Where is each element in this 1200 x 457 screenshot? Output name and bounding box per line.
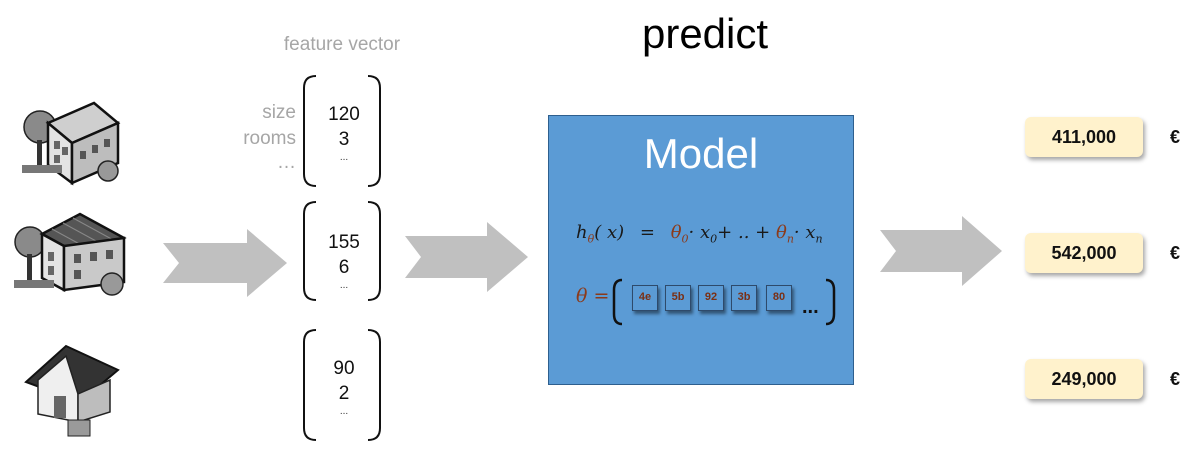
theta-param: 5b <box>665 285 691 311</box>
arrow-icon <box>880 216 1002 286</box>
theta-label: θ = <box>576 285 610 307</box>
vector-value: 155 <box>328 232 360 253</box>
vector-value: 3 <box>338 129 350 150</box>
vector-ellipsis: ... <box>339 280 349 291</box>
model-box <box>548 115 854 385</box>
model-title: Model <box>643 130 759 177</box>
currency-label: € <box>1170 127 1181 147</box>
vector-brackets <box>303 75 381 441</box>
feature-vector-3: 90 2 ... <box>304 356 384 418</box>
theta-param: 3b <box>731 285 757 311</box>
vector-value: 6 <box>338 257 350 278</box>
vector-value: 120 <box>328 104 360 125</box>
feature-vector-1: 120 3 ... <box>304 102 384 164</box>
theta-param: 4e <box>632 285 658 311</box>
arrow-icon <box>405 222 528 292</box>
house-large-icon <box>22 101 121 186</box>
vector-value: 2 <box>338 383 350 404</box>
prediction-value: 411,000 <box>1025 117 1143 157</box>
vector-value: 90 <box>333 358 355 379</box>
theta-param: 80 <box>766 285 792 311</box>
prediction-value: 542,000 <box>1025 233 1143 273</box>
feature-label-size: size <box>262 102 296 123</box>
theta-ellipsis: ... <box>802 296 819 318</box>
prediction-value: 249,000 <box>1025 359 1143 399</box>
theta-brackets <box>612 278 836 326</box>
arrow-icon <box>163 229 287 297</box>
page-title: predict <box>641 10 769 57</box>
vector-ellipsis: ... <box>339 152 349 163</box>
feature-vector-heading: feature vector <box>283 34 401 55</box>
feature-label-rooms: rooms <box>243 128 296 149</box>
currency-label: € <box>1170 243 1181 263</box>
vector-ellipsis: ... <box>339 406 349 417</box>
currency-label: € <box>1170 369 1181 389</box>
model-formula: hθ( x) = θ0· x0+ .. + θn· xn <box>576 222 823 246</box>
house-small-icon <box>24 344 120 437</box>
feature-vector-2: 155 6 ... <box>304 230 384 292</box>
house-roof-icon <box>14 212 127 296</box>
feature-label-more: … <box>277 152 296 173</box>
theta-param: 92 <box>698 285 724 311</box>
